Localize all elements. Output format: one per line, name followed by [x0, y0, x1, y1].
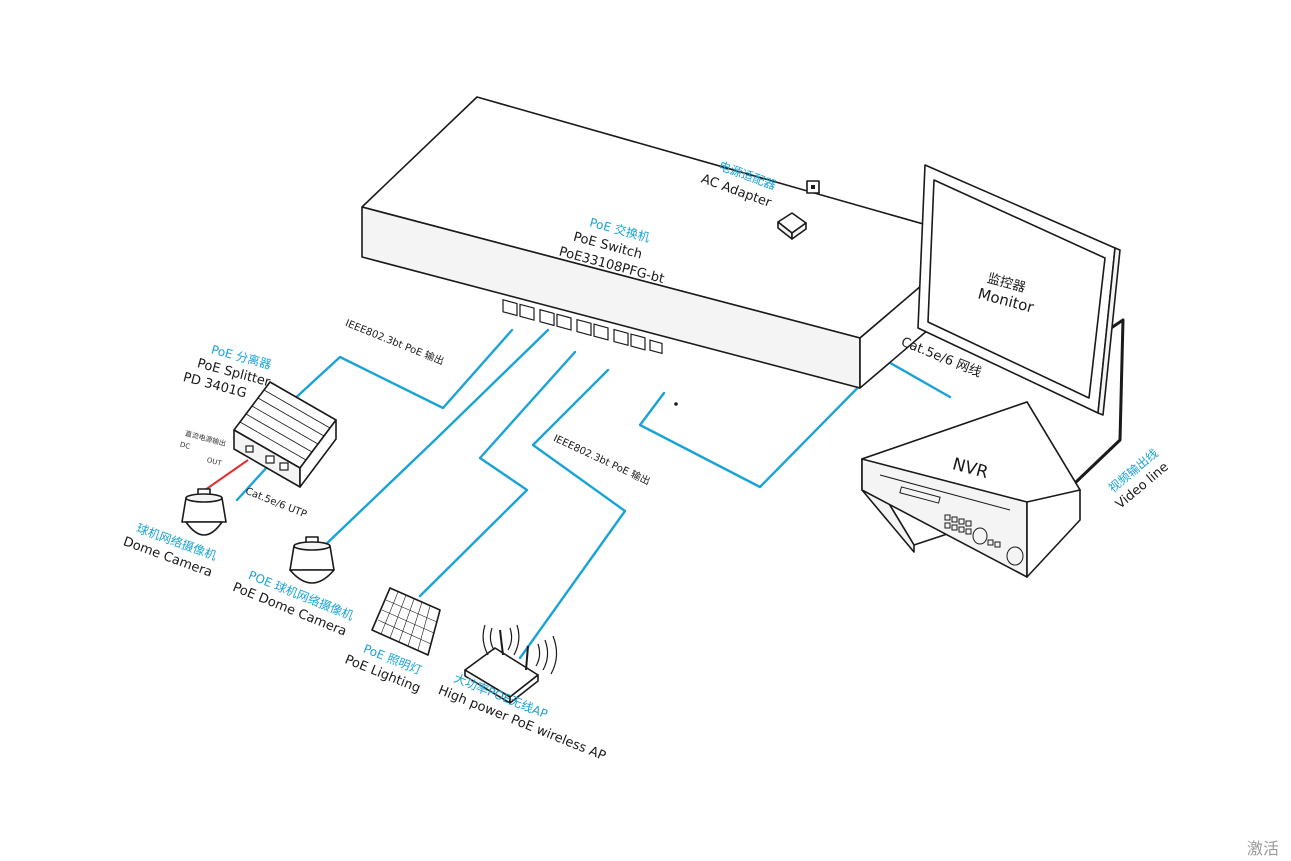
cable-nvr [638, 358, 952, 489]
cable-splitter [288, 328, 514, 410]
nvr-side [1026, 489, 1081, 578]
cables [204, 191, 1125, 660]
cable-lighting [418, 350, 577, 598]
switch-ports [502, 299, 678, 406]
wireless-ap: 大功率POE无线AP High power PoE wireless AP [436, 624, 608, 764]
cable-label-poe-out-2: IEEE802.3bt PoE 输出 [551, 431, 652, 487]
monitor-screen [927, 179, 1106, 399]
cable-label-poe-out-1: IEEE802.3bt PoE 输出 [344, 316, 446, 367]
splitter-dc-label: DC [179, 441, 191, 451]
monitor: 监控器 Monitor [917, 164, 1121, 416]
splitter-out-label: OUT [206, 456, 223, 468]
ap-label-en: High power PoE wireless AP [436, 683, 608, 764]
nvr: NVR [861, 401, 1081, 578]
dome-camera: 球机网络摄像机 Dome Camera [121, 488, 227, 581]
cable-video [1073, 318, 1125, 485]
cable-dc-power [204, 459, 249, 491]
cable-label-utp: Cat.5e/6 UTP [244, 486, 308, 521]
nvr-buttons [944, 514, 1024, 566]
watermark-text: 激活 [1246, 839, 1279, 858]
poe-splitter: PoE 分离器 PoE Splitter PD 3401G 直流电源输出 DC … [179, 342, 337, 488]
poe-lighting: PoE 照明灯 PoE Lighting [343, 587, 441, 696]
cable-utp [235, 464, 270, 502]
poe-switch: PoE 交换机 PoE Switch PoE33108PFG-bt [361, 96, 977, 406]
cable-poe-dome [320, 328, 550, 550]
wifi-signal-icon [482, 624, 558, 675]
cable-ap [518, 368, 627, 660]
poe-dome-camera: POE 球机网络摄像机 PoE Dome Camera [230, 536, 356, 640]
